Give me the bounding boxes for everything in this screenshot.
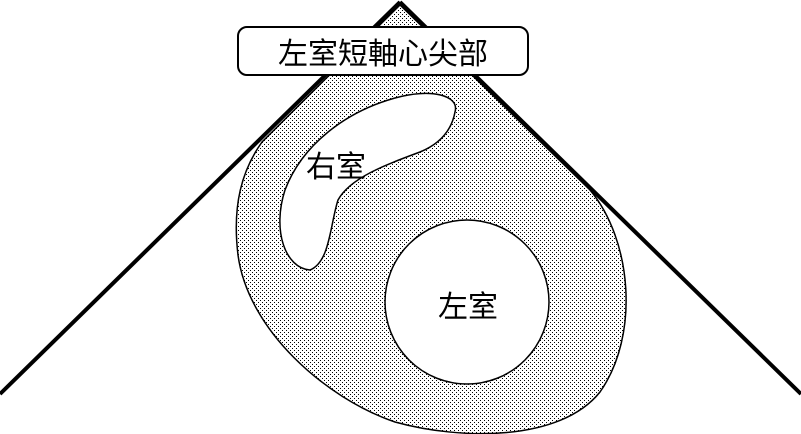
left-ventricle-label: 左室 [438, 290, 498, 325]
left-ventricle-cavity [384, 219, 550, 385]
diagram-title: 左室短軸心尖部 [237, 26, 529, 76]
right-ventricle-label: 右室 [306, 150, 366, 185]
right-ventricle-cavity [279, 92, 457, 271]
